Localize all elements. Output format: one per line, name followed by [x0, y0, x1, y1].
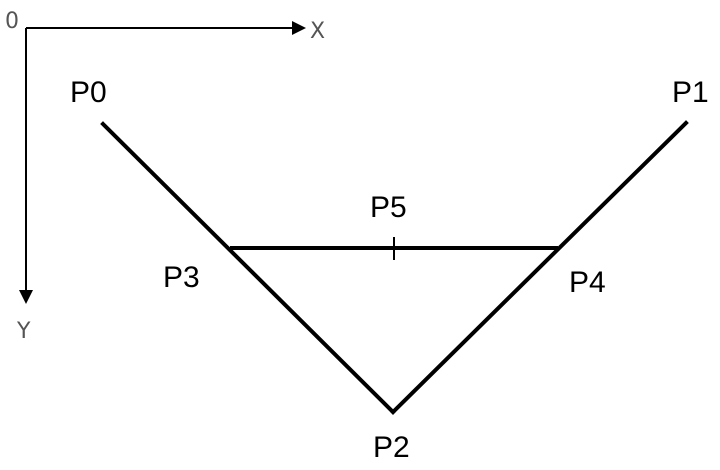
label-p1: P1 — [672, 76, 709, 109]
point-labels: P0 P1 P2 P3 P4 P5 — [70, 76, 709, 464]
label-p2: P2 — [373, 431, 410, 464]
x-axis-label: X — [310, 19, 325, 44]
label-p5: P5 — [370, 191, 407, 224]
x-axis-arrow-icon — [292, 21, 306, 35]
origin-label: 0 — [5, 9, 19, 34]
segment-p0-p2 — [100, 121, 396, 415]
label-p4: P4 — [569, 266, 606, 299]
segment-p2-p1 — [390, 120, 689, 415]
label-p3: P3 — [163, 261, 200, 294]
v-shape — [100, 120, 689, 415]
label-p0: P0 — [70, 76, 107, 109]
y-axis-label: Y — [16, 319, 31, 344]
y-axis-arrow-icon — [19, 290, 33, 304]
coordinate-axes: 0 X Y — [5, 9, 325, 344]
